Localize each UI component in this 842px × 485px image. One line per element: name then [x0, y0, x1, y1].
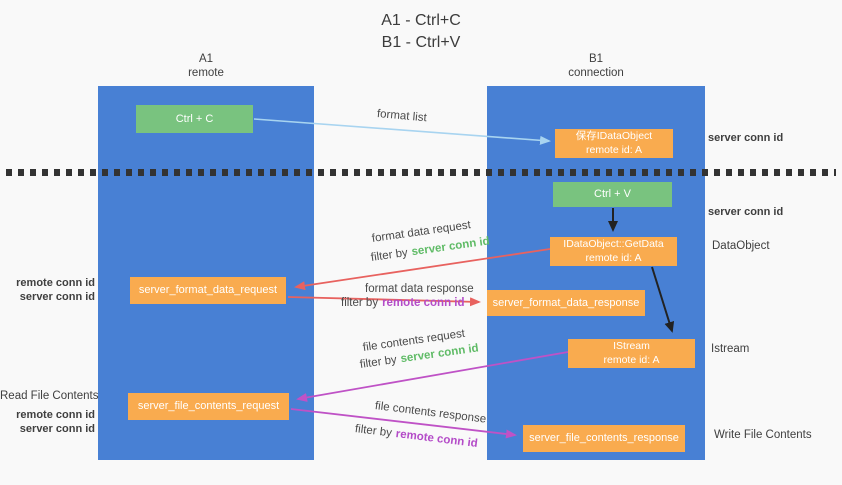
read-file-contents-label: Read File Contents — [0, 390, 99, 402]
lane-a-header: A1 remote — [98, 52, 314, 81]
diagram-title: A1 - Ctrl+C B1 - Ctrl+V — [0, 10, 842, 53]
node-format-request-label: server_format_data_request — [138, 284, 278, 297]
format-data-response-arrow — [287, 296, 481, 307]
server-conn-id-side-label-1: server conn id — [19, 291, 95, 303]
node-save-idataobject: 保存IDataObject remote id: A — [555, 129, 673, 158]
node-file-request-label: server_file_contents_request — [137, 400, 280, 413]
node-server-file-contents-request: server_file_contents_request — [128, 393, 289, 420]
node-ctrl-c-label: Ctrl + C — [175, 112, 214, 125]
getdata-to-istream-arrow — [651, 266, 675, 333]
remote-conn-id-side-label-1: remote conn id — [16, 277, 95, 289]
server-conn-id-side-label-top: server conn id — [708, 132, 784, 144]
format-data-request-arrow — [294, 248, 551, 291]
node-idataobject-getdata: IDataObject::GetData remote id: A — [550, 237, 677, 266]
node-save-idataobject-line2: remote id: A — [585, 143, 643, 156]
node-istream: IStream remote id: A — [568, 339, 695, 368]
node-ctrl-v-label: Ctrl + V — [594, 188, 631, 201]
lane-a-subtitle: remote — [188, 67, 224, 80]
node-ctrl-v: Ctrl + V — [553, 182, 672, 207]
lane-b-header: B1 connection — [487, 52, 705, 81]
dashed-divider-line — [6, 169, 836, 176]
node-server-format-data-response: server_format_data_response — [487, 290, 645, 316]
server-conn-id-side-label-mid: server conn id — [708, 206, 784, 218]
node-getdata-line2: remote id: A — [585, 251, 642, 264]
write-file-contents-label: Write File Contents — [714, 429, 812, 441]
node-server-file-contents-response: server_file_contents_response — [523, 425, 685, 452]
node-getdata-line1: IDataObject::GetData — [563, 237, 664, 250]
remote-conn-id-text: remote conn id — [382, 297, 465, 309]
node-istream-line1: IStream — [613, 339, 650, 352]
node-save-idataobject-line1: 保存IDataObject — [575, 129, 653, 142]
istream-side-label: Istream — [711, 343, 750, 355]
remote-conn-id-side-label-2: remote conn id — [16, 409, 95, 421]
node-server-format-data-request: server_format_data_request — [130, 277, 286, 304]
file-contents-response-arrow — [290, 408, 517, 439]
dataobject-side-label: DataObject — [712, 240, 770, 252]
format-list-arrow — [253, 118, 551, 145]
lane-b-subtitle: connection — [568, 67, 624, 80]
title-line-2: B1 - Ctrl+V — [381, 33, 461, 51]
lane-a-name: A1 — [198, 53, 214, 65]
server-conn-id-side-label-2: server conn id — [19, 423, 95, 435]
node-file-response-label: server_file_contents_response — [529, 432, 679, 445]
lane-b-name: B1 — [588, 53, 604, 65]
node-istream-line2: remote id: A — [603, 353, 660, 366]
node-format-response-label: server_format_data_response — [492, 296, 640, 309]
format-data-response-label: format data response — [365, 283, 474, 295]
title-line-1: A1 - Ctrl+C — [381, 12, 461, 29]
file-contents-request-arrow — [296, 351, 569, 402]
filter-by-text: filter by — [341, 297, 379, 309]
node-ctrl-c: Ctrl + C — [136, 105, 253, 133]
